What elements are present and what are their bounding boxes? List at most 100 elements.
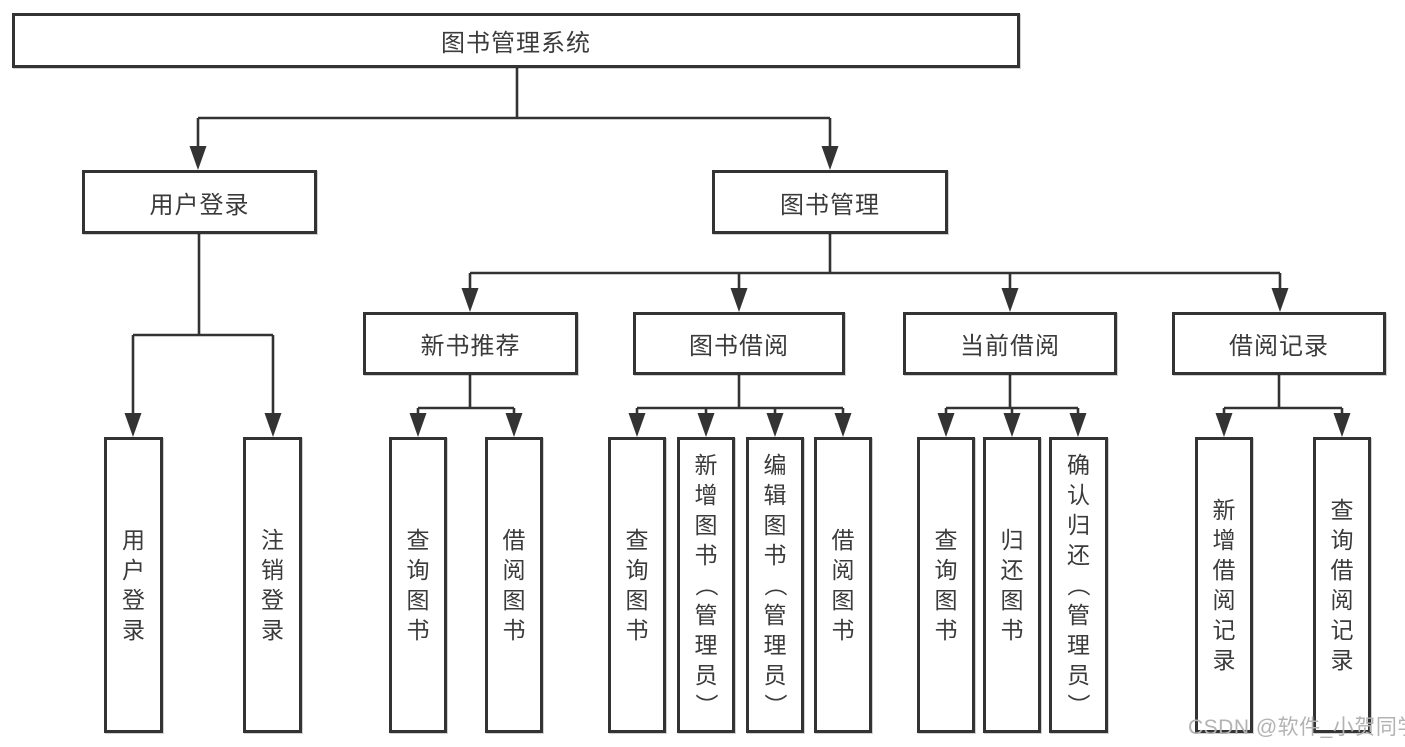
node-label-char: 增 — [694, 482, 718, 508]
node-label-char: 增 — [1212, 527, 1236, 553]
node-label-char: 确 — [1067, 452, 1090, 478]
node-label-char: 记 — [1212, 617, 1236, 643]
node-label-char: 记 — [1330, 617, 1354, 643]
node-label-char: 还 — [1000, 557, 1024, 583]
arrowhead-icon — [1003, 413, 1021, 437]
node-label-char: 书 — [625, 617, 649, 643]
arrowhead-icon — [505, 413, 523, 437]
arrowhead-icon — [821, 146, 839, 170]
node-label-char: 录 — [1212, 647, 1236, 673]
node-label-char: 借 — [1212, 557, 1236, 583]
node-leaf-edit-books: 编辑图书（管理员） — [746, 437, 804, 733]
node-label-char: 登 — [122, 587, 145, 613]
node-label-char: 书 — [934, 617, 958, 643]
arrowhead-icon — [628, 413, 646, 437]
node-label-char: 户 — [122, 557, 145, 583]
node-label-char: 认 — [1067, 482, 1090, 508]
node-label-char: 管 — [694, 602, 718, 628]
arrowhead-icon — [1069, 413, 1087, 437]
node-leaf-borrow-books-2: 借阅图书 — [814, 437, 872, 733]
node-label-char: 理 — [1067, 632, 1090, 658]
node-label-char: 录 — [122, 617, 145, 643]
arrowhead-icon — [1215, 413, 1233, 437]
arrowhead-icon — [189, 146, 207, 170]
node-label-char: 用 — [122, 527, 145, 553]
node-label-char: 注 — [261, 527, 284, 553]
node-root: 图书管理系统 — [12, 13, 1020, 68]
arrowhead-icon — [766, 413, 784, 437]
node-label-char: 借 — [1330, 557, 1354, 583]
node-label-char: 管 — [763, 602, 787, 628]
node-user-login: 用户登录 — [82, 170, 317, 234]
node-borrow-records: 借阅记录 — [1172, 312, 1386, 375]
arrowhead-icon — [834, 413, 852, 437]
node-label-char: 登 — [261, 587, 284, 613]
node-leaf-query-books-2: 查询图书 — [608, 437, 666, 733]
node-label-char: （ — [762, 573, 788, 597]
arrowhead-icon — [124, 413, 142, 437]
arrowhead-icon — [697, 413, 715, 437]
node-leaf-logout: 注销登录 — [243, 437, 302, 733]
arrowhead-icon — [1271, 288, 1289, 312]
csdn-watermark: CSDN @软件_小贺同学 — [1188, 716, 1405, 739]
node-leaf-query-books-3: 查询图书 — [917, 437, 975, 733]
node-label-char: 书 — [406, 617, 430, 643]
node-label-char: 查 — [406, 527, 430, 553]
node-label-char: 借 — [831, 527, 855, 553]
node-label-char: 查 — [1330, 497, 1354, 523]
node-label-char: 归 — [1000, 527, 1024, 553]
node-label-char: 销 — [261, 557, 284, 583]
node-leaf-borrow-books-1: 借阅图书 — [485, 437, 543, 733]
node-label-char: 新 — [1212, 497, 1236, 523]
node-label-char: 图 — [831, 587, 855, 613]
node-current-borrow: 当前借阅 — [903, 312, 1117, 375]
node-leaf-add-borrow-rec: 新增借阅记录 — [1195, 437, 1253, 733]
node-leaf-add-books: 新增图书（管理员） — [677, 437, 735, 733]
node-label-char: 书 — [831, 617, 855, 643]
node-label-char: 还 — [1067, 542, 1090, 568]
node-label-char: 辑 — [763, 482, 787, 508]
node-new-book-recommend: 新书推荐 — [363, 312, 578, 375]
node-label-char: ） — [762, 693, 788, 717]
node-label-char: 查 — [934, 527, 958, 553]
node-leaf-return-books: 归还图书 — [983, 437, 1041, 733]
node-label-char: 图 — [934, 587, 958, 613]
node-label-char: ） — [693, 693, 719, 717]
arrowhead-icon — [409, 413, 427, 437]
node-label-char: 阅 — [1330, 587, 1354, 613]
node-label-char: 图 — [694, 512, 718, 538]
node-label-char: 录 — [1330, 647, 1354, 673]
node-label-char: （ — [1065, 573, 1092, 597]
node-label-char: 书 — [763, 542, 787, 568]
node-label-char: 询 — [1330, 527, 1354, 553]
arrowhead-icon — [1001, 288, 1019, 312]
node-label-char: 询 — [406, 557, 430, 583]
node-label-char: 理 — [694, 632, 718, 658]
node-leaf-query-borrow-rec: 查询借阅记录 — [1313, 437, 1371, 733]
node-label-char: 询 — [625, 557, 649, 583]
node-label-char: （ — [693, 573, 719, 597]
arrowhead-icon — [264, 413, 282, 437]
node-label-char: 查 — [625, 527, 649, 553]
node-label-char: 阅 — [1212, 587, 1236, 613]
arrowhead-icon — [730, 288, 748, 312]
node-label-char: 新 — [694, 452, 718, 478]
node-label-char: ） — [1065, 693, 1092, 717]
arrowhead-icon — [1333, 413, 1351, 437]
node-label-char: 阅 — [502, 557, 526, 583]
node-label-char: 图 — [1000, 587, 1024, 613]
node-book-borrow: 图书借阅 — [633, 312, 845, 375]
node-label-char: 借 — [502, 527, 526, 553]
node-label-char: 图 — [406, 587, 430, 613]
node-leaf-user-login: 用户登录 — [104, 437, 163, 733]
node-label-char: 书 — [1000, 617, 1024, 643]
node-leaf-confirm-return: 确认归还（管理员） — [1049, 437, 1108, 733]
node-label-char: 编 — [763, 452, 787, 478]
node-label-char: 员 — [694, 662, 718, 688]
node-label-char: 员 — [1067, 662, 1090, 688]
arrowhead-icon — [461, 288, 479, 312]
node-label-char: 录 — [261, 617, 284, 643]
node-label-char: 询 — [934, 557, 958, 583]
